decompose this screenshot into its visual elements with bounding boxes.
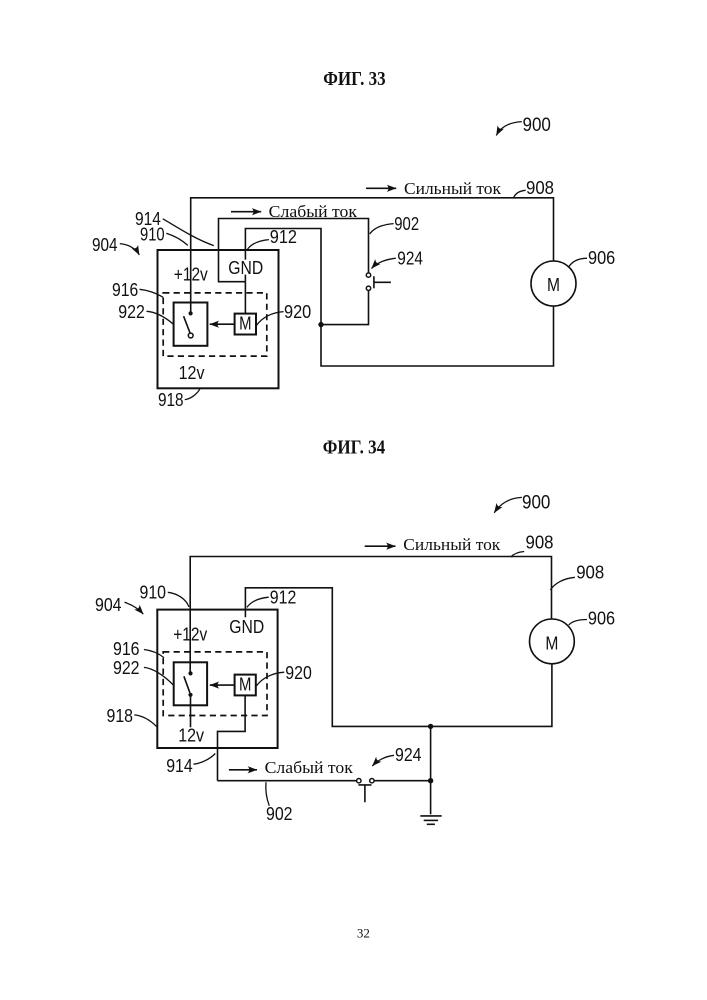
svg-text:+12v: +12v [173,623,208,644]
svg-text:900: 900 [523,114,552,136]
svg-text:918: 918 [107,705,134,726]
svg-text:916: 916 [112,279,138,300]
svg-text:916: 916 [113,638,140,659]
svg-text:Слабый ток: Слабый ток [265,758,354,777]
svg-text:922: 922 [113,657,140,678]
svg-text:920: 920 [284,301,311,322]
svg-text:924: 924 [397,247,423,268]
svg-text:GND: GND [229,616,264,637]
svg-text:904: 904 [95,594,122,615]
svg-text:902: 902 [266,803,293,824]
svg-text:910: 910 [140,582,167,603]
svg-text:920: 920 [285,662,312,683]
svg-text:32: 32 [357,926,370,941]
svg-text:908: 908 [526,177,554,198]
svg-text:904: 904 [92,234,118,255]
svg-text:M: M [545,633,558,654]
svg-text:908: 908 [526,532,554,553]
svg-text:M: M [239,313,251,334]
svg-text:912: 912 [270,586,297,607]
svg-text:922: 922 [118,301,145,322]
svg-text:914: 914 [135,208,161,229]
svg-text:M: M [547,274,560,295]
svg-text:12v: 12v [178,724,205,745]
svg-text:918: 918 [158,389,184,410]
svg-text:914: 914 [166,755,193,776]
svg-text:Слабый ток: Слабый ток [269,202,358,221]
svg-text:GND: GND [228,257,263,278]
svg-text:908: 908 [576,562,604,583]
svg-text:924: 924 [395,744,422,765]
svg-text:Сильный ток: Сильный ток [404,179,502,198]
svg-text:912: 912 [270,226,297,247]
svg-text:906: 906 [588,247,615,268]
svg-text:906: 906 [588,607,615,628]
svg-text:ФИГ. 34: ФИГ. 34 [323,438,386,459]
svg-text:Сильный ток: Сильный ток [403,535,501,554]
svg-text:+12v: +12v [174,263,209,284]
svg-text:M: M [239,674,251,695]
svg-text:12v: 12v [179,362,206,383]
svg-text:900: 900 [522,491,551,513]
svg-text:902: 902 [394,213,419,234]
svg-text:910: 910 [140,224,165,245]
svg-text:ФИГ. 33: ФИГ. 33 [323,69,386,90]
